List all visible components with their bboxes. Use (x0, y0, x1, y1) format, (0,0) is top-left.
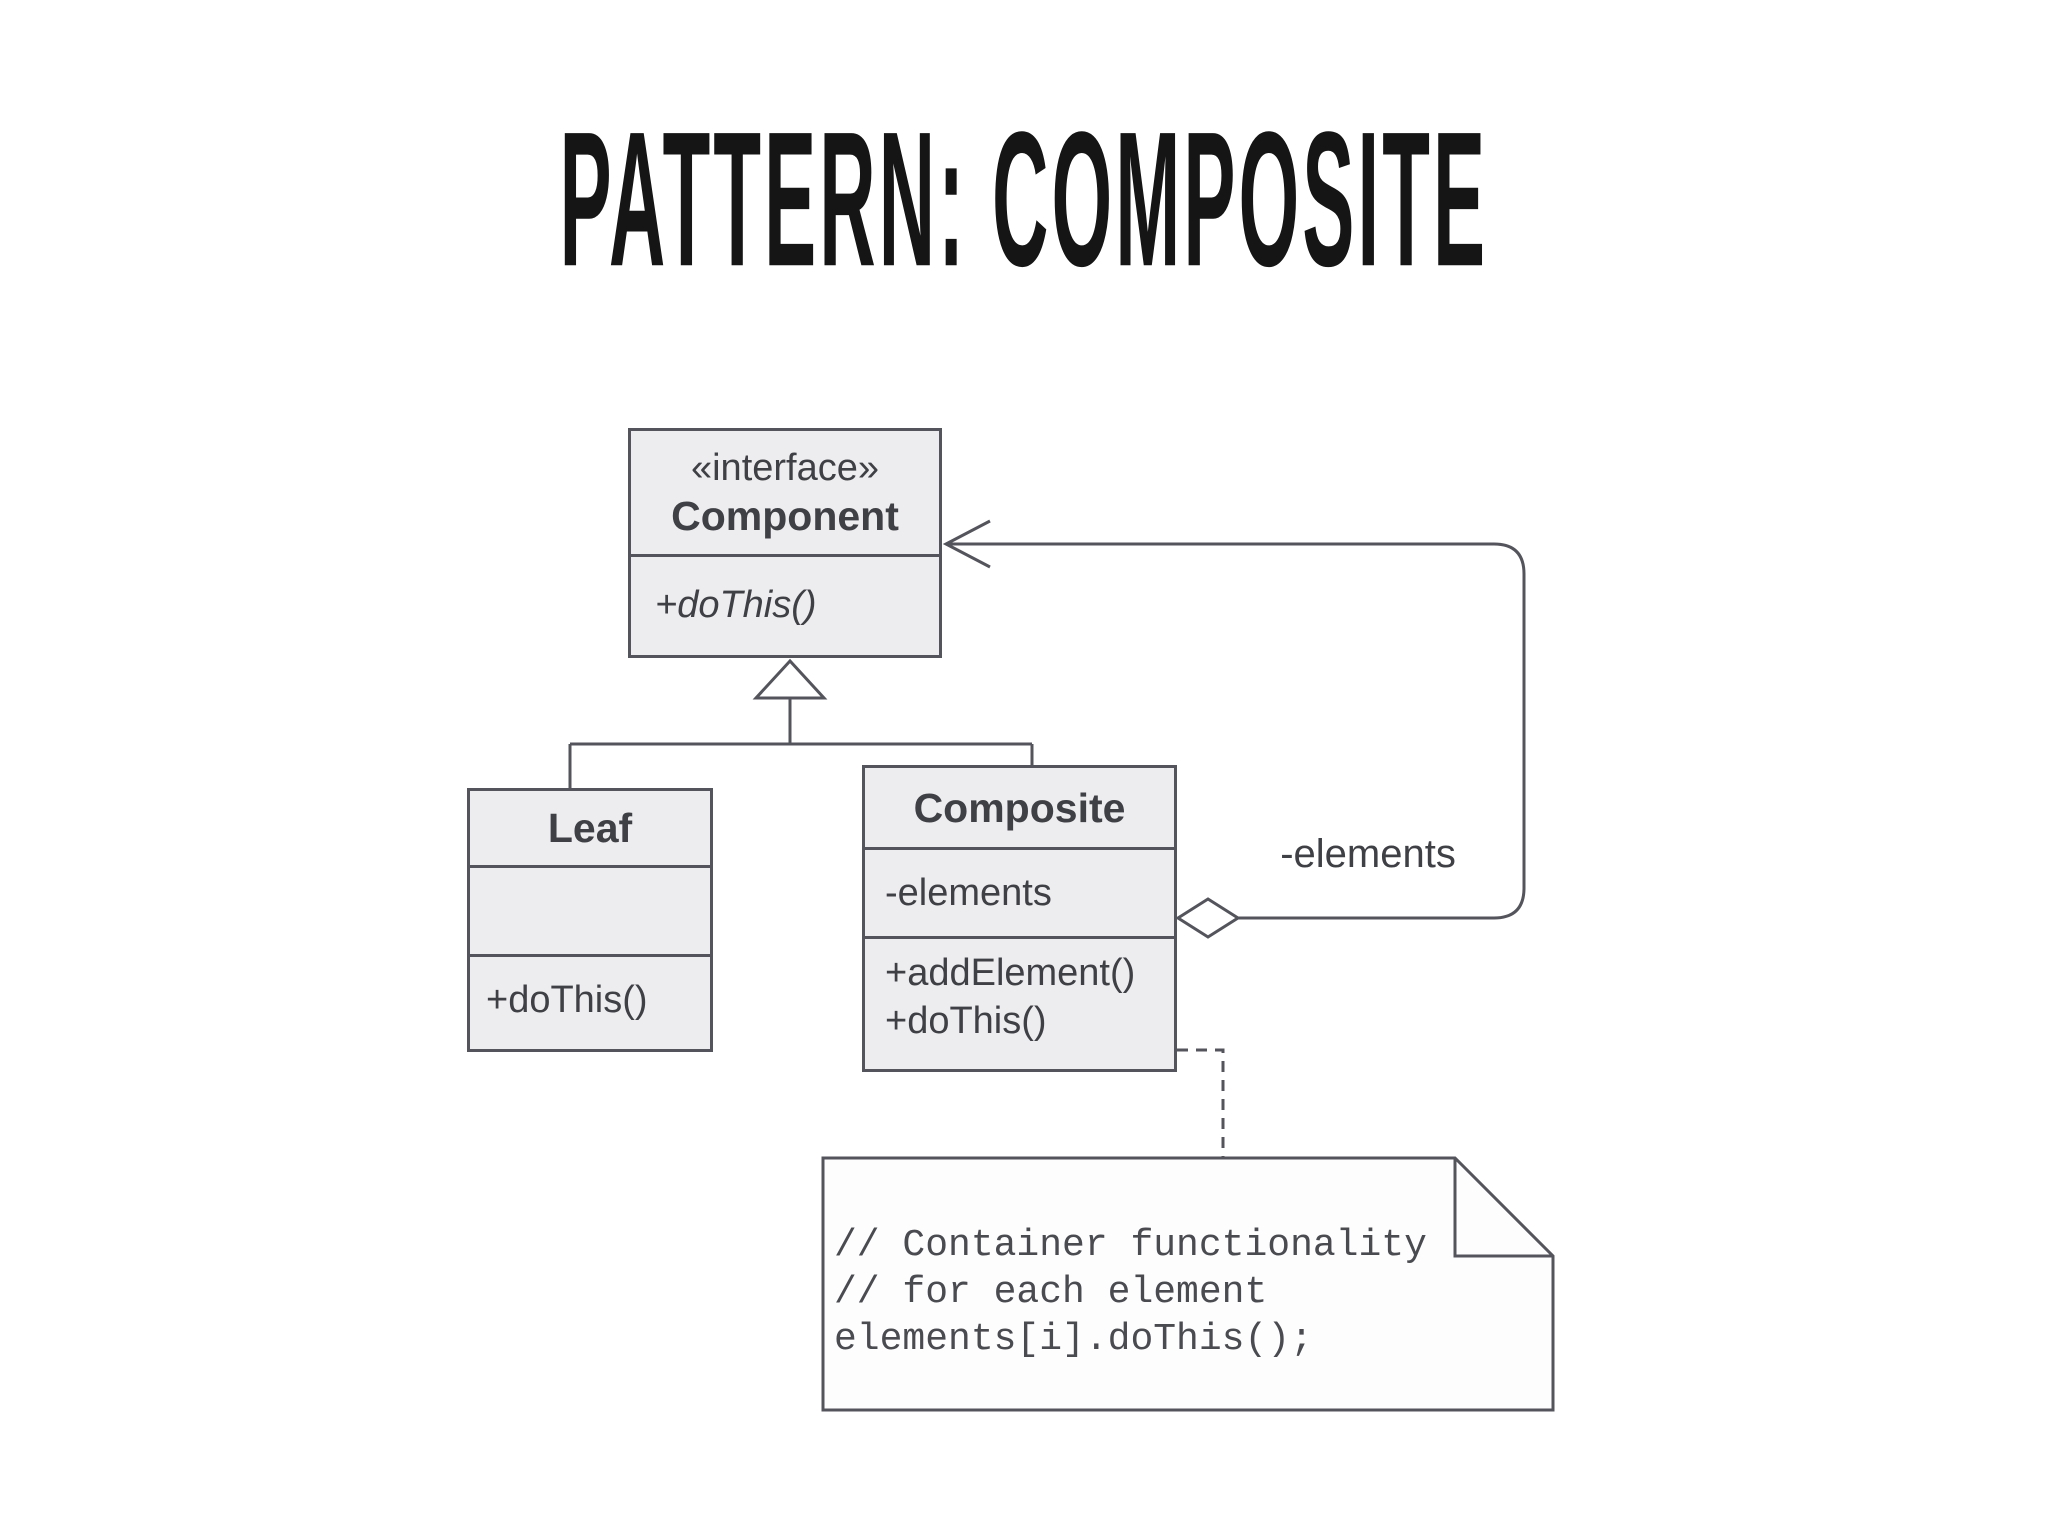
note-fold-icon (1453, 1158, 1553, 1258)
open-arrowhead-icon (942, 519, 991, 569)
component-methods-section: +doThis() (631, 554, 939, 652)
leaf-methods-section: +doThis() (470, 954, 710, 1043)
generalization-triangle-icon (752, 658, 828, 700)
leaf-method: +doThis() (486, 979, 648, 1021)
class-box-component: «interface» Component +doThis() (628, 428, 942, 658)
composite-header: Composite (865, 768, 1174, 847)
note-line-1: // Container functionality (834, 1224, 1426, 1267)
note-dashed-connector (1177, 1048, 1225, 1158)
composite-class-name: Composite (913, 784, 1126, 831)
class-box-composite: Composite -elements +addElement() +doThi… (862, 765, 1177, 1072)
aggregation-role-label: -elements (1280, 832, 1456, 876)
note-code-text: // Container functionality // for each e… (834, 1222, 1426, 1363)
component-method: +doThis() (655, 583, 817, 626)
composite-methods-section: +addElement() +doThis() (865, 936, 1174, 1063)
leaf-attributes-section (470, 865, 710, 954)
component-header: «interface» Component (631, 431, 939, 554)
slide-title: PATTERN: COMPOSITE (559, 91, 1489, 307)
note-line-2: // for each element (834, 1271, 1268, 1314)
leaf-class-name: Leaf (547, 805, 633, 851)
composite-attribute: -elements (885, 872, 1052, 914)
class-box-leaf: Leaf +doThis() (467, 788, 713, 1052)
composite-method-add-element: +addElement() (885, 952, 1136, 994)
slide-title-container: PATTERN: COMPOSITE (0, 91, 2048, 306)
note-line-3: elements[i].doThis(); (834, 1318, 1313, 1361)
component-stereotype: «interface» (690, 446, 879, 489)
aggregation-diamond-icon (1175, 897, 1241, 939)
component-class-name: Component (671, 492, 899, 539)
composite-method-do-this: +doThis() (885, 1000, 1047, 1042)
leaf-header: Leaf (470, 791, 710, 865)
composite-attributes-section: -elements (865, 847, 1174, 936)
